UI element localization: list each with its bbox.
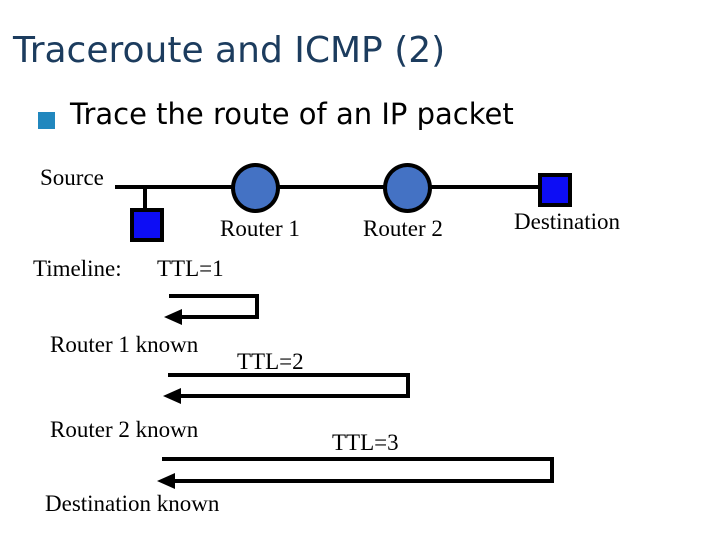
destination-label: Destination bbox=[514, 209, 621, 234]
slide-title: Traceroute and ICMP (2) bbox=[13, 30, 446, 71]
ttl1-roundtrip-arrow bbox=[169, 294, 259, 319]
destination-node bbox=[538, 173, 572, 207]
bullet-text: Trace the route of an IP packet bbox=[70, 97, 514, 131]
ttl2-label: TTL=2 bbox=[237, 349, 304, 374]
ttl2-roundtrip-arrow bbox=[168, 373, 410, 398]
ttl3-label: TTL=3 bbox=[332, 430, 399, 455]
source-connector-line bbox=[143, 188, 147, 210]
network-path-line bbox=[115, 185, 539, 189]
router2-known-label: Router 2 known bbox=[50, 417, 199, 442]
timeline-label: Timeline: bbox=[33, 256, 122, 281]
destination-known-label: Destination known bbox=[45, 491, 220, 516]
ttl1-return-arrowhead-icon bbox=[164, 309, 182, 325]
router2-label: Router 2 bbox=[363, 216, 443, 241]
ttl1-label: TTL=1 bbox=[157, 256, 224, 281]
ttl2-return-arrowhead-icon bbox=[163, 388, 181, 404]
ttl3-return-arrowhead-icon bbox=[157, 473, 175, 489]
router1-known-label: Router 1 known bbox=[50, 332, 199, 357]
bullet-square-icon bbox=[38, 112, 55, 129]
ttl3-roundtrip-arrow bbox=[162, 457, 554, 483]
router1-label: Router 1 bbox=[220, 216, 300, 241]
router1-node bbox=[231, 163, 280, 213]
source-label: Source bbox=[40, 165, 104, 190]
router2-node bbox=[383, 163, 432, 213]
source-node bbox=[130, 208, 164, 242]
